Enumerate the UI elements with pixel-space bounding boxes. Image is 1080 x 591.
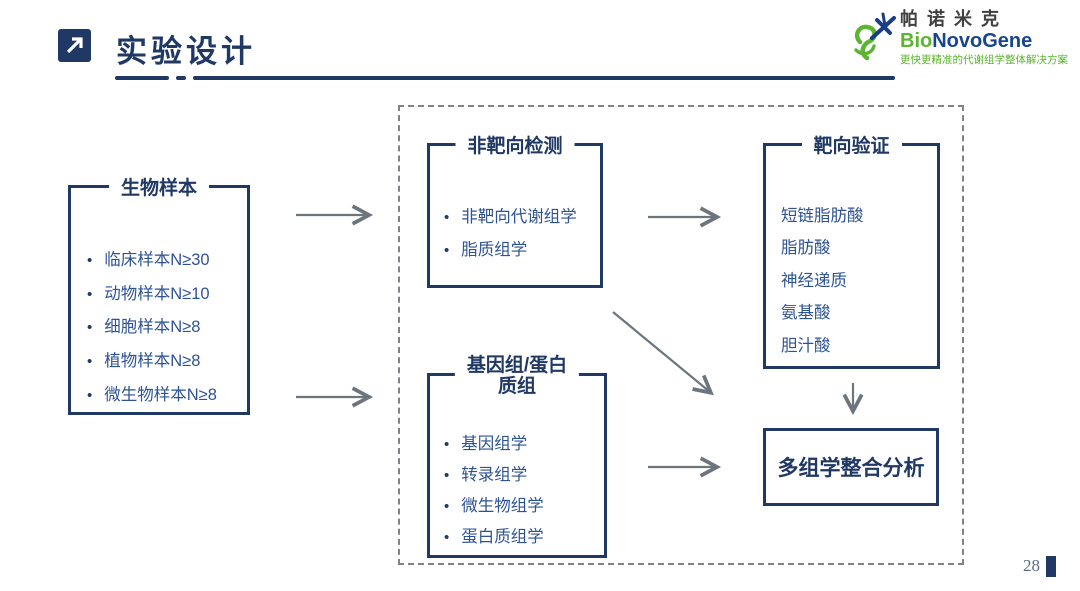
targeted-title: 靶向验证 — [801, 131, 902, 159]
logo-tagline: 更快更精准的代谢组学整体解决方案 — [900, 54, 1068, 66]
title-underline — [115, 76, 895, 80]
page-title: 实验设计 — [116, 34, 256, 69]
logo-mark-icon — [854, 12, 896, 61]
untargeted-title: 非靶向检测 — [455, 131, 575, 159]
bio-sample-title: 生物样本 — [108, 173, 210, 201]
list-item: 微生物样本N≥8 — [87, 379, 247, 413]
logo-en-name: BioNovoGene — [900, 30, 1033, 52]
list-item: 植物样本N≥8 — [87, 345, 247, 379]
genome-proteome-title: 基因组/蛋白 质组 — [454, 355, 580, 397]
targeted-list: 短链脂肪酸 脂肪酸 神经递质 氨基酸 胆汁酸 — [766, 200, 937, 362]
list-item: 非靶向代谢组学 — [444, 201, 600, 234]
detection-group-container — [398, 105, 964, 565]
list-item: 短链脂肪酸 — [781, 207, 864, 225]
list-item: 脂质组学 — [444, 234, 600, 267]
list-item: 氨基酸 — [781, 304, 831, 323]
list-item: 微生物组学 — [444, 491, 604, 522]
list-item: 细胞样本N≥8 — [87, 311, 247, 345]
page-number-bar — [1046, 556, 1056, 577]
untargeted-list: 非靶向代谢组学 脂质组学 — [430, 201, 600, 267]
bio-sample-box: 生物样本 临床样本N≥30 动物样本N≥10 细胞样本N≥8 植物样本N≥8 微… — [68, 173, 250, 415]
genome-proteome-box: 基因组/蛋白 质组 基因组学 转录组学 微生物组学 蛋白质组学 — [427, 355, 607, 558]
targeted-validation-box: 靶向验证 短链脂肪酸 脂肪酸 神经递质 氨基酸 胆汁酸 — [763, 131, 940, 369]
page-number: 28 — [1023, 556, 1040, 575]
list-item: 脂肪酸 — [781, 239, 831, 258]
logo-cn-name: 帕诺米克 — [900, 9, 1008, 29]
arrow-up-right-icon — [58, 29, 91, 62]
list-item: 胆汁酸 — [781, 336, 831, 355]
untargeted-detection-box: 非靶向检测 非靶向代谢组学 脂质组学 — [427, 131, 603, 288]
company-logo: 帕诺米克 BioNovoGene 更快更精准的代谢组学整体解决方案 — [850, 8, 1068, 70]
list-item: 临床样本N≥30 — [87, 244, 247, 278]
integration-title: 多组学整合分析 — [777, 457, 925, 480]
list-item: 神经递质 — [781, 271, 847, 290]
genome-list: 基因组学 转录组学 微生物组学 蛋白质组学 — [430, 429, 604, 553]
list-item: 蛋白质组学 — [444, 522, 604, 553]
bio-sample-list: 临床样本N≥30 动物样本N≥10 细胞样本N≥8 植物样本N≥8 微生物样本N… — [71, 244, 247, 413]
list-item: 基因组学 — [444, 429, 604, 460]
list-item: 动物样本N≥10 — [87, 278, 247, 312]
list-item: 转录组学 — [444, 460, 604, 491]
integration-box: 多组学整合分析 — [763, 428, 939, 506]
